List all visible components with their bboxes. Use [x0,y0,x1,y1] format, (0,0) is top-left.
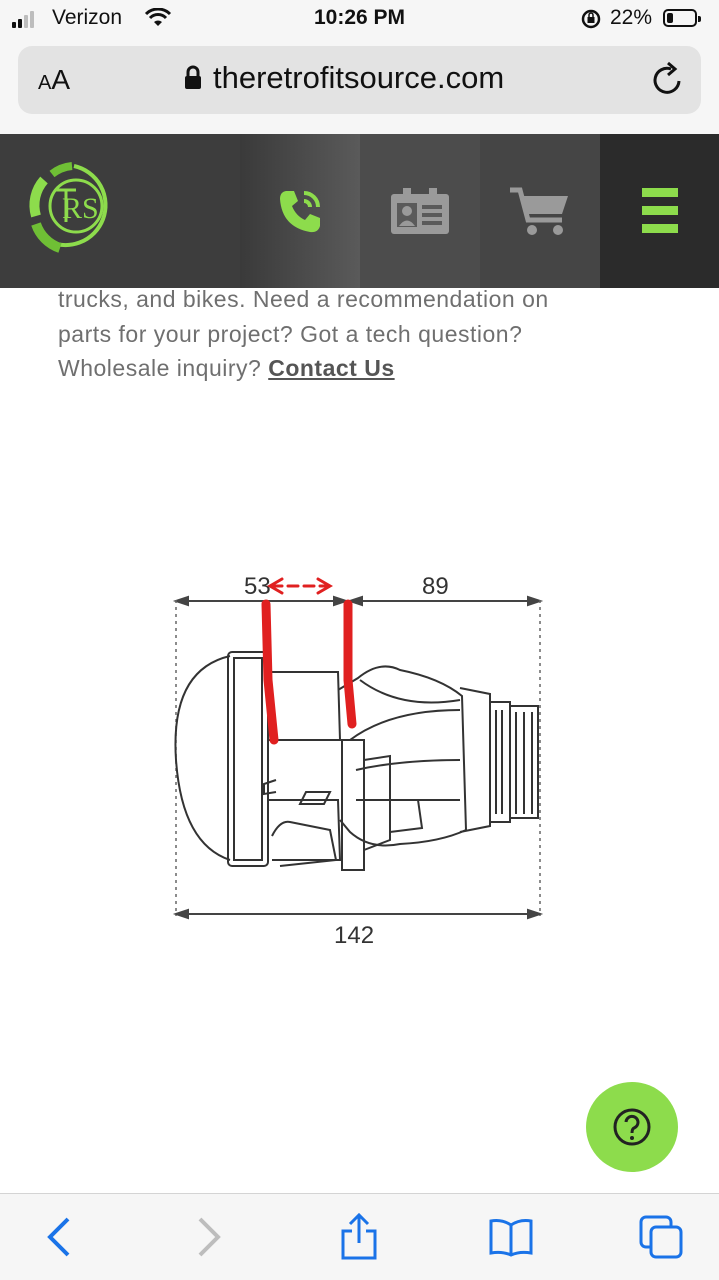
intro-line-1: trucks, and bikes. Need a recommendation… [58,286,549,312]
share-button[interactable] [334,1212,384,1262]
cart-icon [510,187,568,235]
lock-icon [185,65,201,89]
carrier-label: Verizon [52,6,123,29]
battery-percent: 22% [610,6,653,29]
battery-icon [663,9,701,27]
dotted-extent-lines [175,600,541,916]
projector-headlight-drawing [174,651,539,871]
share-icon [341,1213,377,1260]
site-header: RS [0,134,719,288]
red-markup-annotations [261,577,357,745]
intro-line-3-text: Wholesale inquiry? [58,355,269,381]
contact-button[interactable] [360,134,480,288]
browser-toolbar [0,1193,719,1280]
intro-line-2: parts for your project? Got a tech quest… [58,320,523,347]
status-bar: Verizon 10:26 PM 22% [0,0,719,38]
back-icon [47,1217,70,1257]
intro-text: trucks, and bikes. Need a recommendation… [58,282,678,386]
wifi-icon [144,8,172,26]
tabs-icon [639,1215,683,1259]
rotation-lock-icon [581,9,601,29]
text-size-button[interactable]: AA [38,64,71,95]
headlight-dimension-diagram: 53 89 142 [172,573,544,949]
question-icon [613,1108,651,1146]
dimension-53: 53 [244,573,271,600]
contact-card-icon [391,188,449,234]
trs-logo[interactable]: RS [26,160,116,256]
url-text[interactable]: theretrofitsource.com [213,60,505,95]
call-button[interactable] [240,134,360,288]
bookmarks-button[interactable] [486,1212,536,1262]
dimension-142: 142 [334,922,374,949]
clock: 10:26 PM [313,6,406,29]
intro-line-3: Wholesale inquiry? Contact Us [58,351,678,386]
reload-icon[interactable] [649,60,685,98]
menu-button[interactable] [600,134,719,288]
address-bar[interactable]: AA theretrofitsource.com [18,46,701,114]
dimension-89: 89 [422,573,449,600]
signal-strength-icon [12,10,34,28]
top-dimension-lines [172,595,544,920]
forward-icon [198,1217,221,1257]
phone-icon [280,191,320,233]
browser-address-area: AA theretrofitsource.com [0,38,719,134]
contact-us-link[interactable]: Contact Us [268,355,395,381]
help-button[interactable] [586,1082,678,1172]
back-button[interactable] [34,1212,84,1262]
cart-button[interactable] [480,134,600,288]
logo-text: RS [62,192,99,225]
forward-button[interactable] [184,1212,234,1262]
tabs-button[interactable] [636,1212,686,1262]
hamburger-menu-icon [641,188,678,233]
bookmarks-icon [489,1219,533,1257]
